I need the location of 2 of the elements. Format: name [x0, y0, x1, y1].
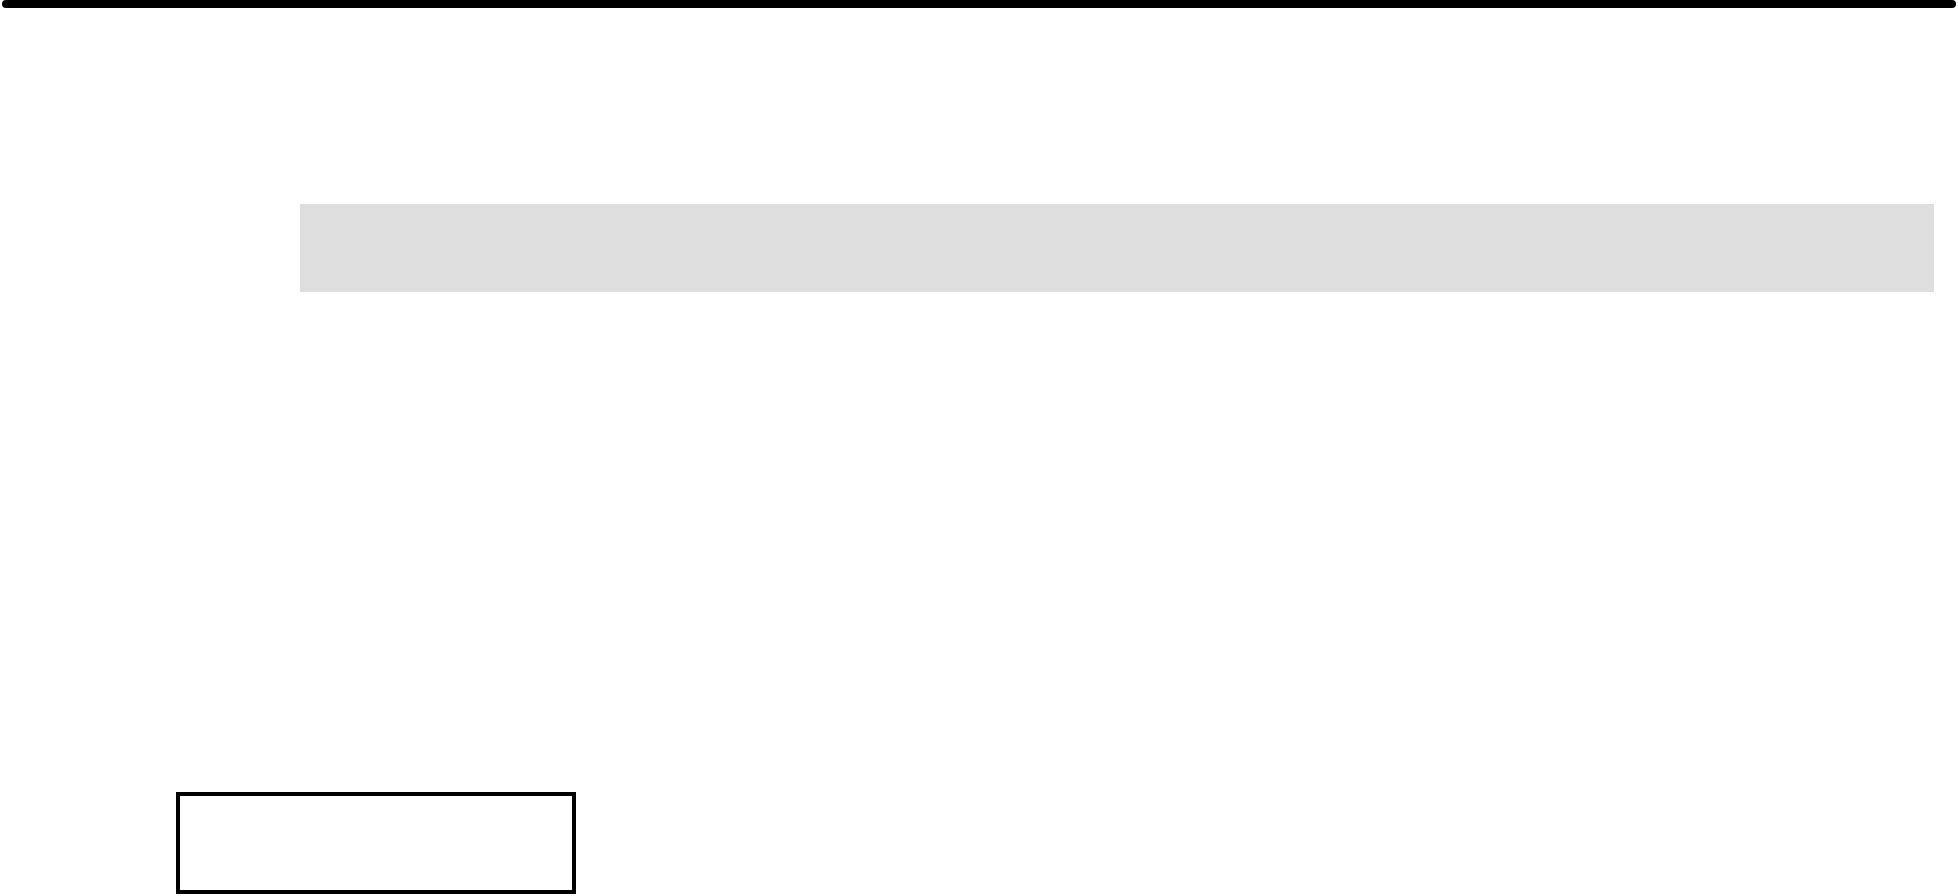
empty-box: [176, 792, 576, 894]
shaded-band: [300, 204, 1934, 292]
